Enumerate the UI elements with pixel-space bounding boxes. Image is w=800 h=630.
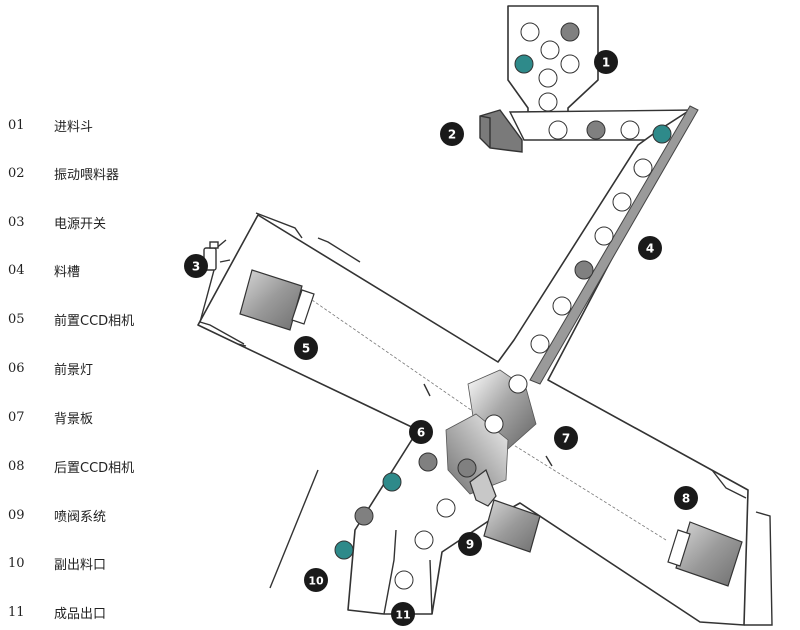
legend-label: 副出料口	[54, 557, 107, 573]
legend-label: 背景板	[54, 411, 94, 427]
legend-row-10: 10 副出料口	[8, 553, 106, 573]
callout-badge-2: 2	[440, 122, 464, 146]
callout-number: 2	[448, 128, 456, 142]
legend-number: 02	[8, 165, 25, 181]
legend-number: 10	[8, 555, 25, 571]
legend-row-01: 01 进料斗	[8, 115, 93, 135]
legend-row-03: 03 电源开关	[8, 212, 106, 232]
callout-badge-10: 10	[304, 568, 328, 592]
legend-number: 03	[8, 214, 25, 230]
legend-number: 04	[8, 262, 25, 278]
particles	[334, 22, 672, 590]
legend-number: 07	[8, 409, 25, 425]
legend-label: 后置CCD相机	[54, 460, 135, 476]
callout-number: 5	[302, 342, 310, 356]
callout-badge-5: 5	[294, 336, 318, 360]
legend-label: 电源开关	[54, 216, 107, 232]
callout-badge-4: 4	[638, 236, 662, 260]
callout-badge-11: 11	[391, 602, 415, 626]
callout-badge-3: 3	[184, 254, 208, 278]
legend-label: 喷阀系统	[54, 509, 107, 525]
legend-row-06: 06 前景灯	[8, 358, 93, 378]
legend-label: 前景灯	[54, 362, 94, 378]
legend-number: 05	[8, 311, 25, 327]
legend-number: 08	[8, 458, 25, 474]
callout-number: 8	[682, 492, 690, 506]
callout-number: 10	[308, 575, 324, 588]
callout-number: 3	[192, 260, 200, 274]
legend-row-05: 05 前置CCD相机	[8, 309, 134, 329]
legend: 01 进料斗 02 振动喂料器 03 电源开关 04 料槽 05 前置CCD相机…	[0, 0, 180, 630]
callout-number: 7	[562, 432, 570, 446]
callout-badge-1: 1	[594, 50, 618, 74]
legend-number: 06	[8, 360, 25, 376]
rear-ccd-camera	[511, 443, 743, 587]
legend-label: 进料斗	[54, 119, 94, 135]
legend-row-09: 09 喷阀系统	[8, 505, 106, 525]
callout-number: 9	[466, 538, 474, 552]
callout-number: 1	[602, 56, 610, 70]
legend-label: 成品出口	[54, 606, 107, 622]
callout-badge-7: 7	[554, 426, 578, 450]
legend-label: 前置CCD相机	[54, 313, 135, 329]
legend-row-02: 02 振动喂料器	[8, 163, 119, 183]
legend-row-04: 04 料槽	[8, 260, 80, 280]
legend-number: 11	[8, 604, 25, 620]
legend-row-11: 11 成品出口	[8, 602, 106, 622]
legend-row-07: 07 背景板	[8, 407, 93, 427]
callout-badge-8: 8	[674, 486, 698, 510]
callout-number: 6	[417, 426, 425, 440]
callout-badge-9: 9	[458, 532, 482, 556]
callout-badge-6: 6	[409, 420, 433, 444]
chute-rail	[529, 105, 699, 385]
callout-number: 4	[646, 242, 654, 256]
front-ccd-camera	[239, 269, 475, 413]
legend-label: 振动喂料器	[54, 167, 120, 183]
legend-label: 料槽	[54, 264, 81, 280]
legend-number: 01	[8, 117, 25, 133]
legend-row-08: 08 后置CCD相机	[8, 456, 134, 476]
callout-number: 11	[395, 609, 410, 622]
ejector-valve	[469, 469, 541, 553]
legend-number: 09	[8, 507, 25, 523]
